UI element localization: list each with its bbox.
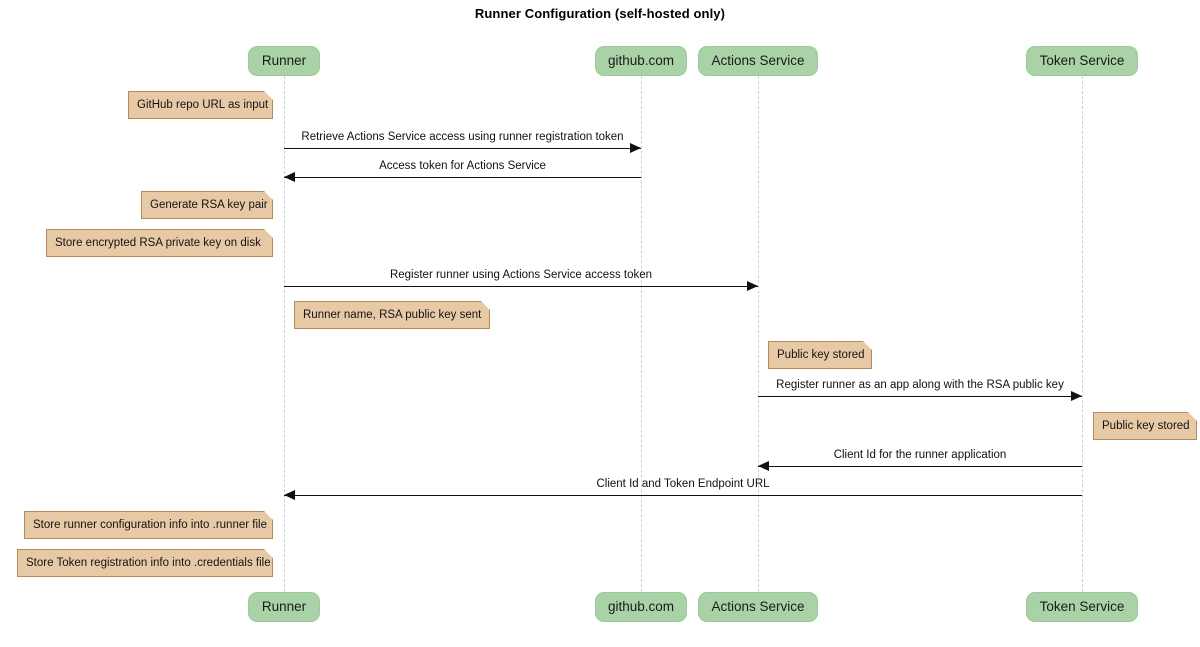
lifeline-runner bbox=[284, 76, 285, 592]
arrow-head-left-icon bbox=[758, 461, 769, 471]
note-n2: Generate RSA key pair bbox=[141, 191, 273, 219]
lifeline-token bbox=[1082, 76, 1083, 592]
note-n4: Runner name, RSA public key sent bbox=[294, 301, 490, 329]
note-text: Public key stored bbox=[777, 349, 865, 361]
message-line-m4 bbox=[758, 396, 1082, 397]
message-label-m3: Register runner using Actions Service ac… bbox=[389, 269, 653, 281]
arrow-head-right-icon bbox=[1071, 391, 1082, 401]
note-n8: Store Token registration info into .cred… bbox=[17, 549, 273, 577]
note-text: Store encrypted RSA private key on disk bbox=[55, 237, 261, 249]
message-line-m2 bbox=[284, 177, 641, 178]
participant-actions-top[interactable]: Actions Service bbox=[698, 46, 818, 76]
lifeline-github bbox=[641, 76, 642, 592]
note-text: Public key stored bbox=[1102, 420, 1190, 432]
participant-token-top[interactable]: Token Service bbox=[1026, 46, 1138, 76]
participant-github-top[interactable]: github.com bbox=[595, 46, 687, 76]
note-text: Store Token registration info into .cred… bbox=[26, 557, 271, 569]
note-n7: Store runner configuration info into .ru… bbox=[24, 511, 273, 539]
participant-actions-bottom[interactable]: Actions Service bbox=[698, 592, 818, 622]
arrow-head-left-icon bbox=[284, 490, 295, 500]
note-fold-edge-icon bbox=[263, 229, 273, 239]
note-text: GitHub repo URL as input bbox=[137, 99, 269, 111]
message-label-m1: Retrieve Actions Service access using ru… bbox=[301, 131, 624, 143]
note-fold-edge-icon bbox=[480, 301, 490, 311]
arrow-head-left-icon bbox=[284, 172, 295, 182]
note-text: Runner name, RSA public key sent bbox=[303, 309, 482, 321]
note-n5: Public key stored bbox=[768, 341, 872, 369]
arrow-head-right-icon bbox=[747, 281, 758, 291]
arrow-head-right-icon bbox=[630, 143, 641, 153]
message-line-m3 bbox=[284, 286, 758, 287]
message-label-m4: Register runner as an app along with the… bbox=[776, 379, 1064, 391]
participant-github-bottom[interactable]: github.com bbox=[595, 592, 687, 622]
diagram-title: Runner Configuration (self-hosted only) bbox=[474, 6, 726, 21]
note-text: Generate RSA key pair bbox=[150, 199, 268, 211]
participant-token-bottom[interactable]: Token Service bbox=[1026, 592, 1138, 622]
note-text: Store runner configuration info into .ru… bbox=[33, 519, 267, 531]
message-label-m5: Client Id for the runner application bbox=[833, 449, 1007, 461]
lifeline-actions bbox=[758, 76, 759, 592]
message-line-m6 bbox=[284, 495, 1082, 496]
note-n6: Public key stored bbox=[1093, 412, 1197, 440]
participant-runner-top[interactable]: Runner bbox=[248, 46, 320, 76]
note-n1: GitHub repo URL as input bbox=[128, 91, 273, 119]
note-n3: Store encrypted RSA private key on disk bbox=[46, 229, 273, 257]
message-line-m5 bbox=[758, 466, 1082, 467]
participant-runner-bottom[interactable]: Runner bbox=[248, 592, 320, 622]
message-label-m6: Client Id and Token Endpoint URL bbox=[596, 478, 770, 490]
message-line-m1 bbox=[284, 148, 641, 149]
message-label-m2: Access token for Actions Service bbox=[379, 160, 546, 172]
